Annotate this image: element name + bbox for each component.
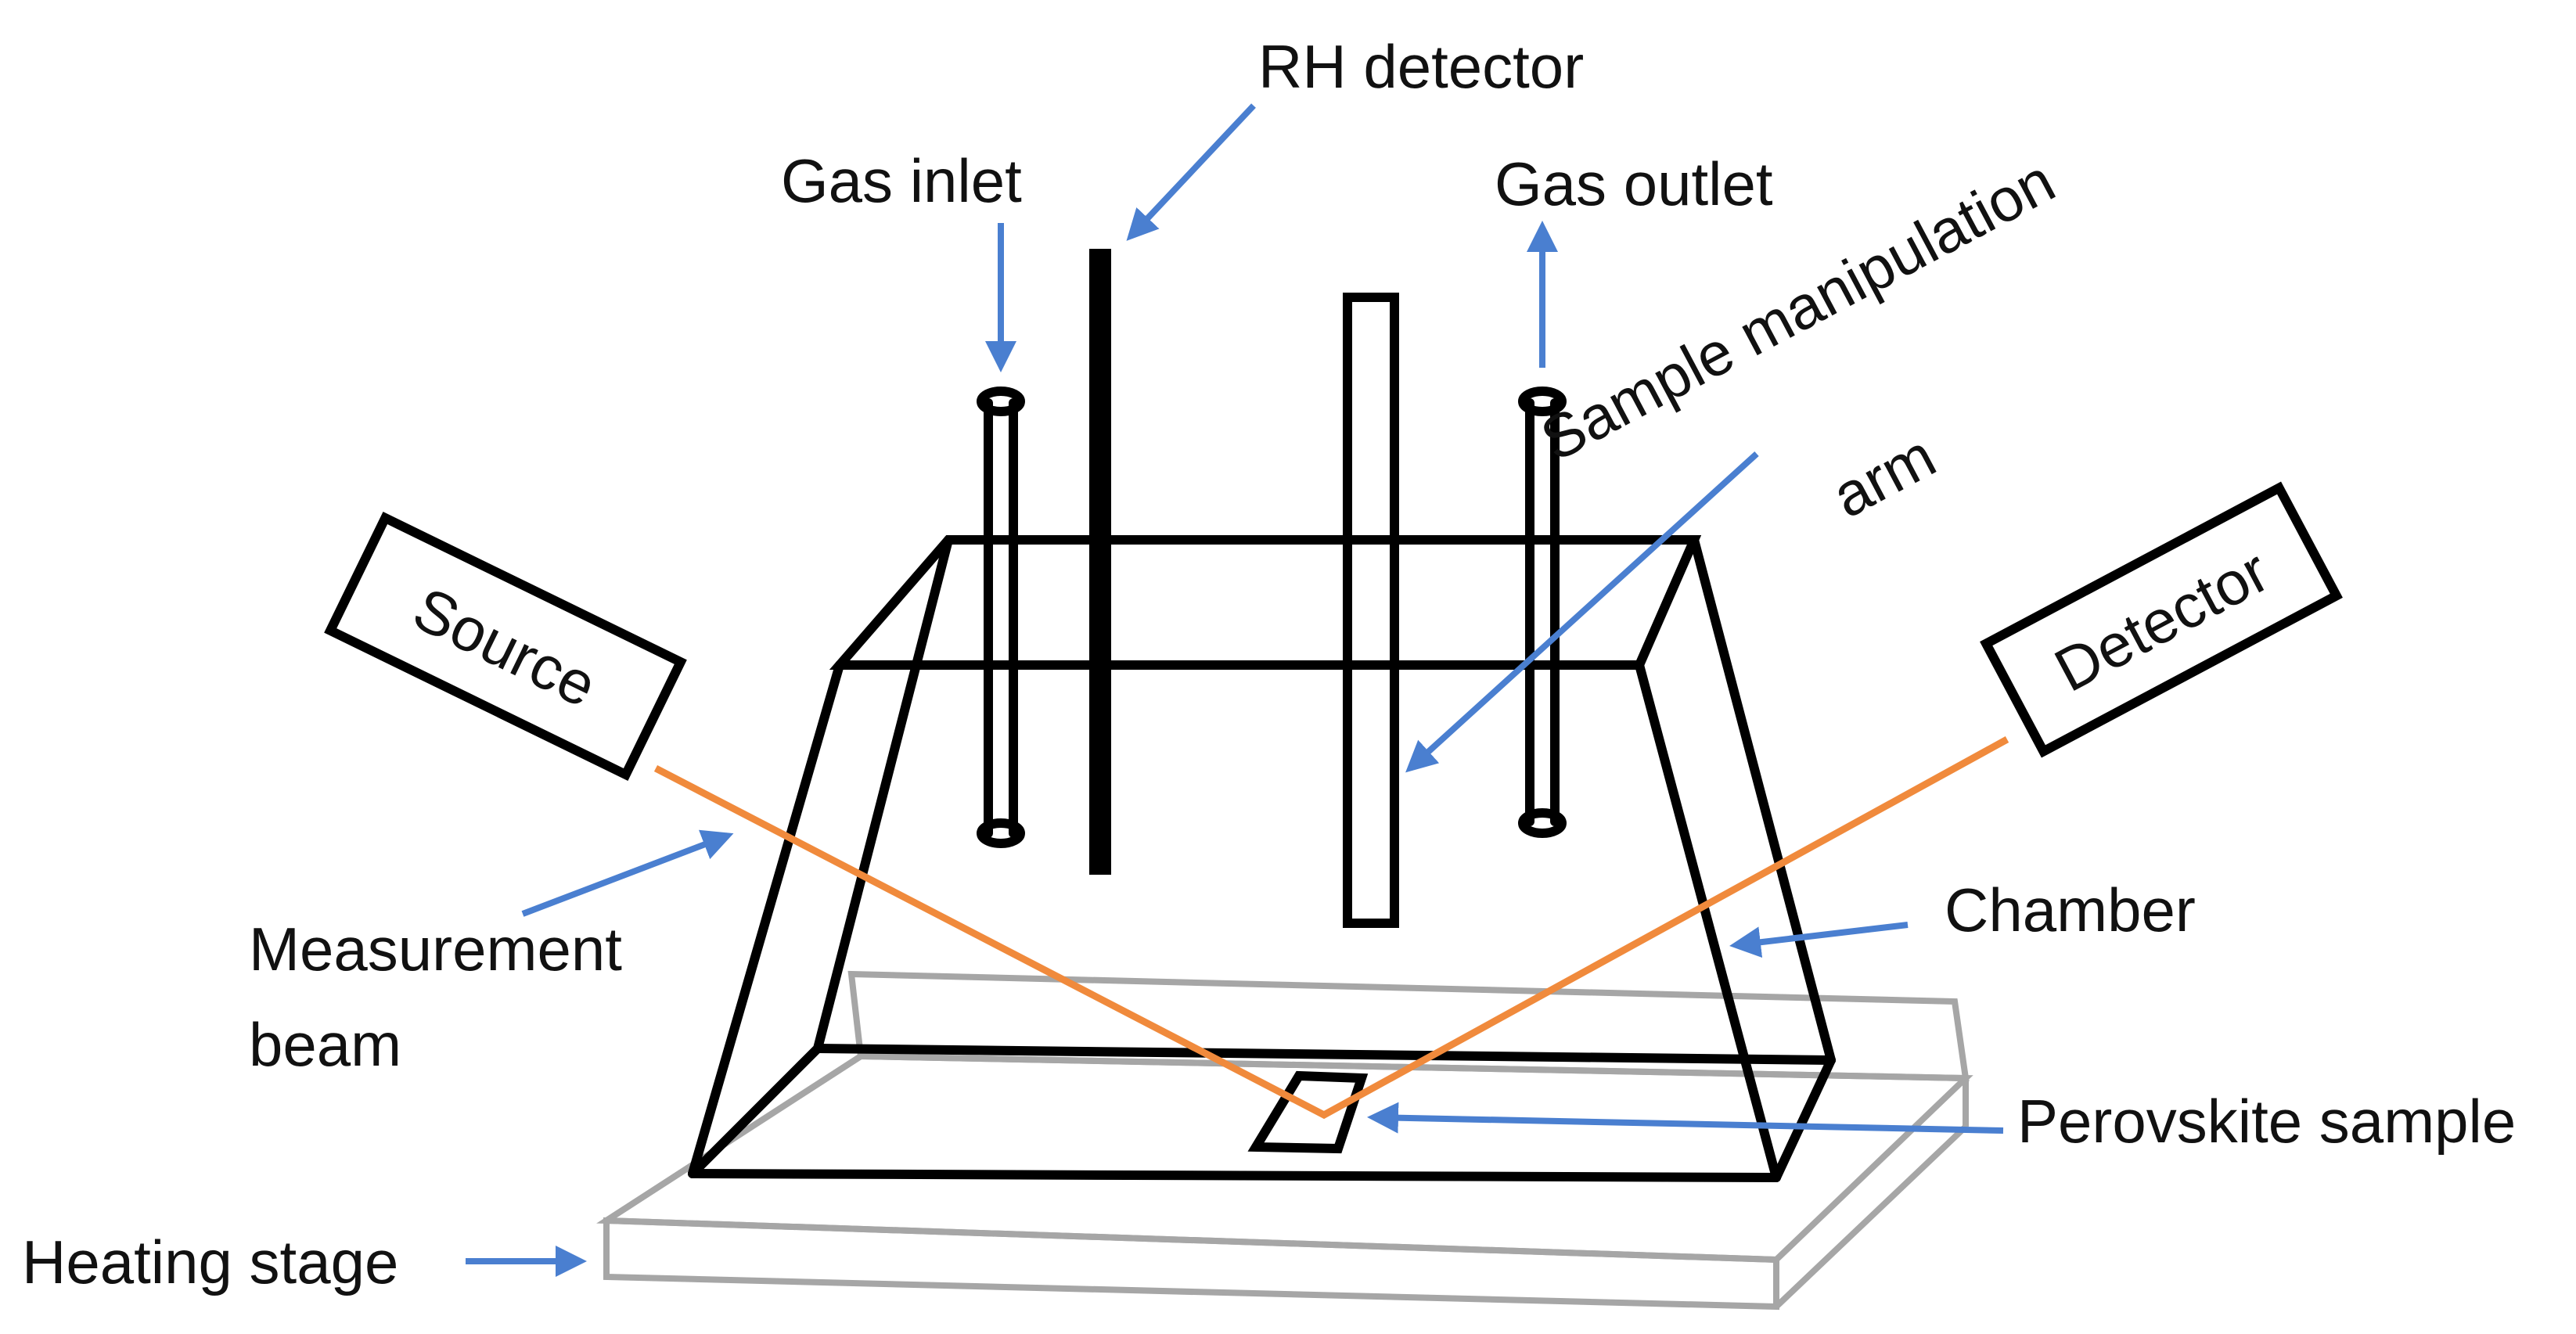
gas-inlet-label: Gas inlet — [781, 146, 1022, 215]
gas-inlet-tube — [977, 387, 1025, 848]
gas-outlet-tube — [1518, 387, 1567, 838]
rh-detector-label: RH detector — [1258, 32, 1584, 101]
measurement-label-line2: beam — [249, 1010, 401, 1079]
arrow-measurement-beam — [521, 829, 734, 917]
sample-arm-label-group-2: arm — [1821, 421, 1946, 531]
sample-arm-label-line2: arm — [1821, 421, 1946, 531]
chamber-label: Chamber — [1945, 876, 2196, 944]
arrow-rh-detector — [1126, 103, 1256, 241]
arrow-chamber — [1729, 922, 1909, 958]
perovskite-sample-label: Perovskite sample — [2017, 1087, 2516, 1156]
detector-label: Detector — [2044, 536, 2280, 705]
arrow-sample-arm — [1405, 451, 1759, 773]
detector-box: Detector — [1980, 481, 2343, 758]
perovskite-sample-shape — [1247, 1070, 1369, 1154]
source-box: Source — [324, 512, 687, 781]
rh-detector-rod — [1089, 249, 1111, 875]
source-label: Source — [403, 574, 607, 720]
chamber-frame — [688, 535, 1836, 1182]
measurement-beam-line — [653, 736, 2009, 1120]
gas-outlet-label: Gas outlet — [1495, 149, 1773, 218]
annotation-arrows — [466, 103, 2004, 1277]
arrow-perovskite-sample — [1367, 1102, 2004, 1134]
sample-manipulation-arm-shape — [1343, 293, 1399, 928]
heating-stage-label: Heating stage — [22, 1228, 398, 1296]
measurement-label-line1: Measurement — [249, 915, 622, 983]
